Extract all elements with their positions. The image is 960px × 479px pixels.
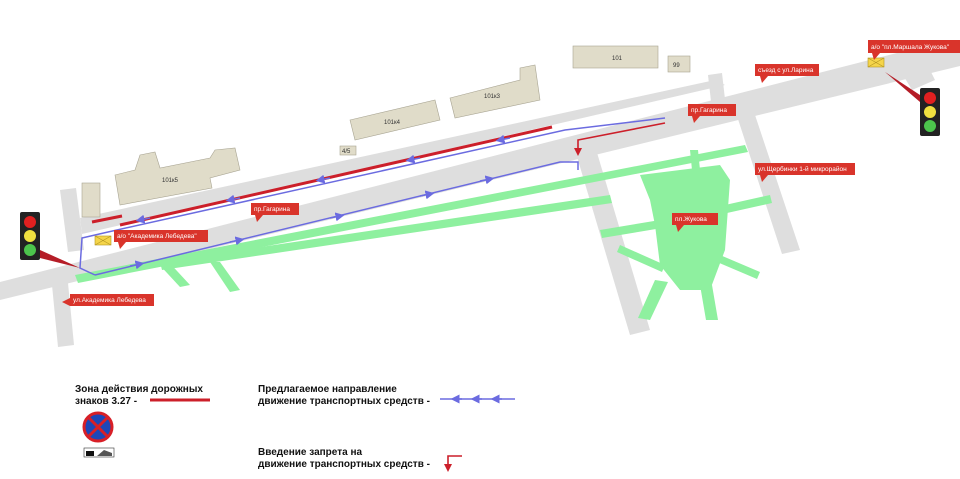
green-connector-1: [155, 258, 190, 287]
building-small: [339, 145, 357, 156]
route-arrows-east: [129, 175, 495, 270]
zhukov-arm-south: [700, 285, 718, 320]
svg-text:пр.Гагарина: пр.Гагарина: [254, 206, 290, 213]
building-99-label: 99: [673, 63, 680, 69]
zhukov-arm-southwest-2: [638, 280, 668, 320]
zhukov-arm-east: [725, 195, 772, 213]
map-label-gagarina-east: пр.Гагарина: [688, 104, 736, 123]
building-101k4: [349, 99, 441, 141]
legend: Зона действия дорожных знаков 3.27 - Пре…: [75, 384, 515, 472]
building-small-label: 4/5: [342, 149, 351, 155]
building-west: [81, 182, 101, 218]
building-101-label: 101: [612, 56, 623, 62]
green-strip-main: [75, 145, 748, 283]
legend-route-title-1: Предлагаемое направление: [258, 384, 397, 395]
zhukov-path-north: [690, 150, 700, 170]
zone-lines: [91, 125, 553, 227]
legend-ban-title-1: Введение запрета на: [258, 447, 362, 458]
svg-text:пр.Гагарина: пр.Гагарина: [691, 107, 727, 114]
svg-text:а/о "Академика Лебедева": а/о "Академика Лебедева": [117, 232, 197, 240]
svg-text:а/о "пл.Маршала Жукова": а/о "пл.Маршала Жукова": [871, 44, 950, 51]
map-label-lebedev-stop: а/о "Академика Лебедева": [114, 230, 208, 249]
bus-stop-icon: [94, 235, 112, 246]
green-connector-2: [210, 262, 240, 292]
building-101k5-label: 101к5: [162, 178, 179, 184]
route-westbound: [79, 117, 666, 276]
proposed-route: [79, 117, 666, 276]
green-strip-lower: [160, 195, 612, 270]
map-label-lebedev-street: ул.Академика Лебедева: [62, 294, 154, 306]
svg-text:пл.Жукова: пл.Жукова: [675, 216, 707, 223]
ban-arrow-icon: [444, 455, 462, 472]
building-99: [667, 55, 691, 73]
svg-text:съезд с ул.Ларина: съезд с ул.Ларина: [758, 67, 814, 74]
map-label-marshal-zhukov-stop: а/о "пл.Маршала Жукова": [868, 40, 960, 60]
zone-line-short: [91, 214, 123, 224]
shcherbinki-road: [735, 106, 800, 254]
building-101k4-label: 101к4: [384, 120, 401, 126]
zhukov-arm-west: [600, 220, 662, 238]
larina-connector: [708, 73, 726, 110]
tow-truck-icon: [83, 447, 115, 458]
no-stopping-sign-icon: [82, 411, 114, 443]
zhukov-arm-southwest: [617, 245, 665, 272]
lebedev-cross-street: [52, 283, 74, 347]
building-101k3: [449, 64, 541, 119]
legend-ban-title-2: движение транспортных средств -: [258, 459, 430, 470]
buildings: 101 99 101к3 101к4 4/5 101к5: [81, 45, 691, 218]
map-label-zhukov-square: пл.Жукова: [672, 213, 718, 232]
bus-stop-icon: [867, 57, 885, 68]
green-areas: [75, 145, 772, 320]
ban-arrow-map: [574, 122, 666, 156]
svg-text:ул.Академика Лебедева: ул.Академика Лебедева: [73, 296, 146, 304]
zone-line-long: [119, 125, 553, 227]
svg-text:ул.Щербинки 1-й микрорайон: ул.Щербинки 1-й микрорайон: [758, 165, 847, 173]
west-stub: [60, 188, 84, 252]
legend-zone-title-1: Зона действия дорожных: [75, 384, 203, 395]
traffic-light-icon: [20, 212, 80, 268]
gagarina-south-road: [575, 146, 650, 335]
building-101: [572, 45, 659, 69]
map-label-shcherbinki: ул.Щербинки 1-й микрорайон: [755, 163, 855, 182]
route-eastbound: [94, 161, 579, 276]
building-101k3-label: 101к3: [484, 94, 501, 100]
map-label-larina-exit: съезд с ул.Ларина: [755, 64, 819, 83]
map-label-gagarina-west: пр.Гагарина: [251, 203, 299, 222]
legend-zone-title-2: знаков 3.27 -: [75, 396, 137, 407]
zhukov-arm-southeast: [717, 255, 760, 279]
zhukov-ramp: [900, 60, 935, 90]
zhukov-square: [640, 165, 730, 290]
traffic-light-icon: [885, 72, 940, 136]
legend-route-title-2: движение транспортных средств -: [258, 396, 430, 407]
route-arrows-west: [135, 134, 511, 224]
service-road-north: [80, 80, 725, 234]
building-101k5: [114, 147, 241, 206]
